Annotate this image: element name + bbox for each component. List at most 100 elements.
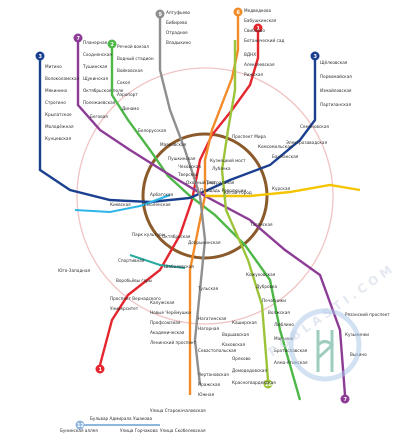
- line-badge-6[interactable]: [233, 7, 243, 17]
- station-label[interactable]: Тушинская: [82, 64, 108, 69]
- station-label[interactable]: Полежаевская: [83, 100, 116, 105]
- station-label[interactable]: Семёновская: [300, 124, 329, 129]
- line-badge-9[interactable]: [155, 9, 165, 19]
- station-label[interactable]: Войковская: [117, 68, 143, 73]
- station-label[interactable]: Бауманская: [272, 154, 299, 159]
- station-label[interactable]: Пражская: [198, 382, 221, 387]
- station-label[interactable]: Лубянка: [212, 166, 231, 171]
- station-label[interactable]: Бульвар Адмирала Ушакова: [90, 416, 152, 421]
- station-label[interactable]: Отрадное: [166, 30, 188, 35]
- station-label[interactable]: Волоколамская: [45, 76, 80, 81]
- station-label[interactable]: Курская: [272, 186, 291, 191]
- line-badge-10[interactable]: [263, 379, 273, 389]
- station-label[interactable]: Электрозаводская: [286, 140, 327, 145]
- station-label[interactable]: Университет: [110, 306, 139, 311]
- station-label[interactable]: Первомайская: [320, 74, 352, 79]
- station-label[interactable]: Люблино: [274, 322, 294, 327]
- station-label[interactable]: Домодедовская: [232, 368, 267, 373]
- station-label[interactable]: Сходненская: [83, 52, 112, 57]
- station-label[interactable]: Пушкинская: [168, 156, 196, 161]
- station-label[interactable]: Воробьёвы горы: [116, 278, 152, 283]
- station-label[interactable]: Смоленская: [144, 202, 171, 207]
- station-label[interactable]: Профсоюзная: [150, 320, 181, 325]
- station-label[interactable]: Улица Скобелевская: [160, 428, 206, 433]
- station-label[interactable]: Бунинская аллея: [60, 428, 98, 433]
- station-label[interactable]: Кузнецкий мост: [210, 158, 246, 163]
- station-label[interactable]: ВДНХ: [244, 52, 256, 57]
- station-label[interactable]: Спортивная: [118, 258, 145, 263]
- station-label[interactable]: Нагатинская: [198, 316, 227, 321]
- station-label[interactable]: Нагорная: [198, 326, 219, 331]
- station-label[interactable]: Кожуховская: [246, 272, 276, 277]
- station-label[interactable]: Алтуфьево: [166, 10, 191, 15]
- station-label[interactable]: Улица Горчакова: [120, 428, 158, 433]
- station-label[interactable]: Тульская: [197, 286, 219, 291]
- line-badge-12[interactable]: [75, 420, 85, 430]
- station-label[interactable]: Калужская: [150, 300, 175, 305]
- station-label[interactable]: Чертановская: [198, 372, 229, 377]
- station-label[interactable]: Дубровка: [256, 284, 278, 289]
- station-label[interactable]: Театральная: [205, 180, 235, 185]
- station-label[interactable]: Варшавская: [222, 332, 249, 337]
- station-label[interactable]: Митино: [45, 64, 62, 69]
- station-label[interactable]: Маяковская: [160, 142, 187, 147]
- station-label[interactable]: Ботанический сад: [244, 38, 284, 43]
- station-label[interactable]: Ленинский проспект: [150, 340, 197, 345]
- line-badge-7[interactable]: [73, 33, 83, 43]
- station-label[interactable]: Планерная: [83, 40, 108, 45]
- station-label[interactable]: Речной вокзал: [117, 44, 149, 49]
- station-label[interactable]: Мякинино: [45, 88, 68, 93]
- station-label[interactable]: Шаболовская: [164, 264, 194, 269]
- station-label[interactable]: Проспект Мира: [232, 134, 266, 139]
- station-label[interactable]: Октябрьская: [162, 234, 191, 239]
- station-label[interactable]: Рижская: [244, 72, 263, 77]
- station-label[interactable]: Сокол: [117, 80, 131, 85]
- station-label[interactable]: Севастопольская: [198, 348, 237, 353]
- station-label[interactable]: Октябрьское поле: [83, 88, 124, 93]
- line-badge-1-south[interactable]: [95, 364, 105, 374]
- station-label[interactable]: Бибирево: [166, 20, 188, 25]
- station-label[interactable]: Добрынинская: [188, 240, 221, 245]
- line-badge-1[interactable]: [253, 23, 263, 33]
- station-label[interactable]: Водный стадион: [117, 56, 154, 61]
- station-label[interactable]: Арбатская: [150, 192, 174, 197]
- station-label[interactable]: Улица Старокачаловская: [150, 408, 206, 413]
- station-label[interactable]: Печатники: [262, 298, 286, 303]
- line-badge-7-south[interactable]: [340, 394, 350, 404]
- station-label[interactable]: Алексеевская: [244, 62, 275, 67]
- station-label[interactable]: Таганская: [249, 222, 273, 227]
- station-label[interactable]: Свиблово: [244, 28, 265, 33]
- line-badge-3[interactable]: [35, 51, 45, 61]
- station-label[interactable]: Марьино: [274, 336, 294, 341]
- station-label[interactable]: Орехово: [232, 356, 251, 361]
- station-label[interactable]: Бабушкинская: [244, 18, 277, 23]
- station-label[interactable]: Щукинская: [83, 76, 108, 81]
- station-label[interactable]: Проспект Вернадского: [110, 296, 161, 301]
- station-label[interactable]: Измайловская: [320, 88, 352, 93]
- station-label[interactable]: Китай-город: [224, 190, 252, 195]
- station-label[interactable]: Строгино: [45, 100, 66, 105]
- station-label[interactable]: Рязанский проспект: [345, 312, 390, 317]
- station-label[interactable]: Аэропорт: [117, 92, 138, 97]
- station-label[interactable]: Владыкино: [166, 40, 191, 45]
- station-label[interactable]: Каширская: [232, 320, 257, 325]
- station-label[interactable]: Чеховская: [178, 164, 201, 169]
- station-label[interactable]: Партизанская: [320, 102, 351, 107]
- station-label[interactable]: Охотный ряд: [186, 180, 215, 185]
- station-label[interactable]: Кунцевская: [45, 136, 71, 141]
- station-label[interactable]: Беговая: [90, 114, 108, 119]
- station-label[interactable]: Медведково: [244, 8, 272, 13]
- station-label[interactable]: Красногвардейская: [232, 380, 276, 385]
- station-label[interactable]: Парк культуры: [132, 232, 165, 237]
- station-label[interactable]: Молодёжная: [45, 124, 74, 129]
- station-label[interactable]: Академическая: [150, 330, 185, 335]
- station-label[interactable]: Тверская: [177, 172, 199, 177]
- station-label[interactable]: Площадь Революции: [200, 188, 246, 193]
- station-label[interactable]: Киевская: [110, 202, 131, 207]
- station-label[interactable]: Алма-Атинская: [274, 360, 308, 365]
- line-badge-3-east[interactable]: [310, 51, 320, 61]
- station-label[interactable]: Новые Черёмушки: [150, 310, 191, 315]
- station-label[interactable]: Комсомольская: [258, 144, 293, 149]
- station-label[interactable]: Белорусская: [138, 128, 167, 133]
- station-label[interactable]: Щёлковская: [320, 60, 348, 65]
